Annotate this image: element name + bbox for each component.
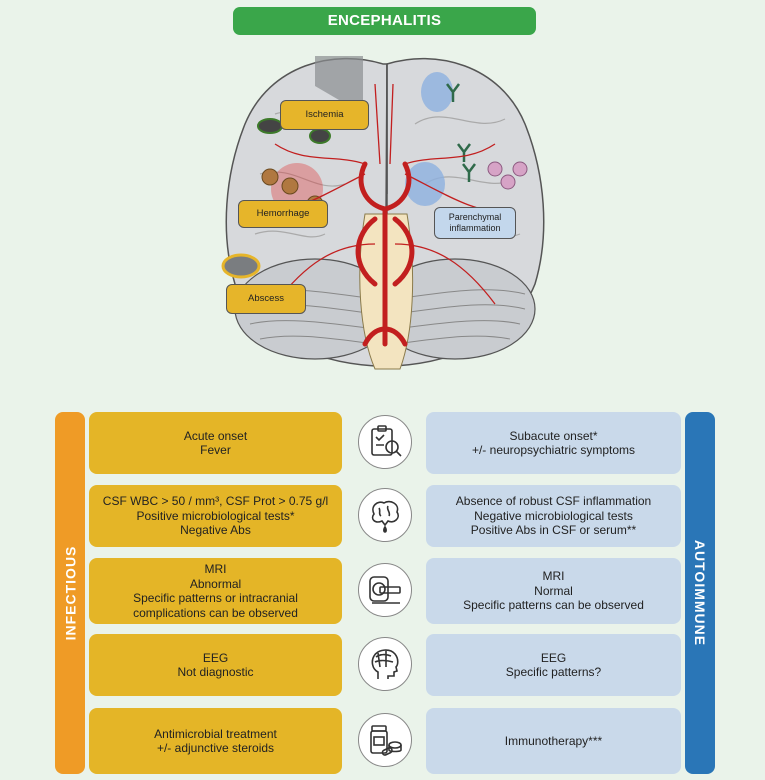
infectious-label: INFECTIOUS bbox=[62, 545, 78, 641]
autoimmune-text-line: Normal bbox=[534, 583, 573, 598]
infectious-text-line: Not diagnostic bbox=[177, 665, 254, 679]
abscess-label: Abscess bbox=[226, 284, 306, 314]
mri-scanner-icon bbox=[369, 576, 401, 604]
infectious-eeg-box: EEG Not diagnostic bbox=[89, 634, 342, 696]
autoimmune-text-line: Negative microbiological tests bbox=[474, 508, 633, 523]
autoimmune-eeg-box: EEG Specific patterns? bbox=[426, 634, 681, 696]
infectious-text-line: +/- adjunctive steroids bbox=[156, 741, 275, 755]
hemorrhage-label: Hemorrhage bbox=[238, 200, 328, 228]
ischemia-label: Ischemia bbox=[280, 100, 369, 130]
infectious-text-line: Specific patterns or intracranial bbox=[133, 591, 298, 605]
clipboard-magnifier-icon-circle bbox=[358, 415, 412, 469]
autoimmune-text-line: Absence of robust CSF inflammation bbox=[455, 494, 652, 509]
infectious-text-line: complications can be observed bbox=[133, 605, 298, 620]
infectious-text-line: CSF WBC > 50 / mm³, CSF Prot > 0.75 g/l bbox=[102, 494, 329, 509]
infectious-mri-box: MRI Abnormal Specific patterns or intrac… bbox=[89, 558, 342, 624]
infectious-sidebar: INFECTIOUS bbox=[55, 412, 85, 774]
circle-of-willis-arteries bbox=[355, 161, 415, 347]
eeg-head-icon bbox=[371, 649, 399, 679]
autoimmune-label: AUTOIMMUNE bbox=[692, 539, 708, 647]
autoimmune-text-line: Specific patterns? bbox=[505, 665, 602, 679]
infectious-onset-box: Acute onset Fever bbox=[89, 412, 342, 474]
autoimmune-text-line: Immunotherapy*** bbox=[504, 733, 603, 748]
autoimmune-mri-box: MRI Normal Specific patterns can be obse… bbox=[426, 558, 681, 624]
clipboard-magnifier-icon bbox=[371, 425, 402, 457]
infectious-text-line: Abnormal bbox=[189, 576, 242, 591]
autoimmune-onset-box: Subacute onset* +/- neuropsychiatric sym… bbox=[426, 412, 681, 474]
infectious-text-line: Antimicrobial treatment bbox=[154, 726, 277, 741]
infectious-text-line: MRI bbox=[204, 562, 227, 576]
brain-csf-drop-icon-circle bbox=[358, 488, 412, 542]
autoimmune-sidebar: AUTOIMMUNE bbox=[685, 412, 715, 774]
page-title: ENCEPHALITIS bbox=[233, 7, 536, 35]
parenchymal-inflammation-top bbox=[421, 72, 453, 112]
autoimmune-text-line: Subacute onset* bbox=[509, 428, 598, 443]
autoimmune-text-line: Positive Abs in CSF or serum** bbox=[470, 523, 637, 538]
infectious-treatment-box: Antimicrobial treatment +/- adjunctive s… bbox=[89, 708, 342, 774]
immune-cells bbox=[487, 161, 528, 190]
mri-scanner-icon-circle bbox=[358, 563, 412, 617]
brain-csf-drop-icon bbox=[371, 500, 399, 533]
autoimmune-treatment-box: Immunotherapy*** bbox=[426, 708, 681, 774]
medication-bottle-pills-icon-circle bbox=[358, 713, 412, 767]
ischemia-region bbox=[315, 56, 363, 114]
infectious-text-line: Fever bbox=[200, 443, 231, 457]
infectious-text-line: EEG bbox=[202, 650, 229, 665]
infectious-text-line: Positive microbiological tests* bbox=[136, 508, 295, 523]
infectious-text-line: Negative Abs bbox=[180, 523, 251, 538]
autoimmune-text-line: +/- neuropsychiatric symptoms bbox=[471, 443, 636, 457]
abscess-lesion bbox=[221, 253, 261, 279]
autoimmune-text-line: Specific patterns can be observed bbox=[463, 598, 644, 613]
parenchymal-inflammation-label: Parenchymal inflammation bbox=[434, 207, 516, 239]
autoimmune-csf-box: Absence of robust CSF inflammation Negat… bbox=[426, 485, 681, 547]
autoimmune-text-line: MRI bbox=[542, 569, 565, 584]
eeg-head-icon-circle bbox=[358, 637, 412, 691]
autoimmune-text-line: EEG bbox=[540, 650, 567, 665]
infectious-csf-box: CSF WBC > 50 / mm³, CSF Prot > 0.75 g/l … bbox=[89, 485, 342, 547]
antibody-shapes bbox=[446, 83, 476, 182]
medication-bottle-pills-icon bbox=[370, 725, 402, 756]
infectious-text-line: Acute onset bbox=[183, 428, 248, 443]
